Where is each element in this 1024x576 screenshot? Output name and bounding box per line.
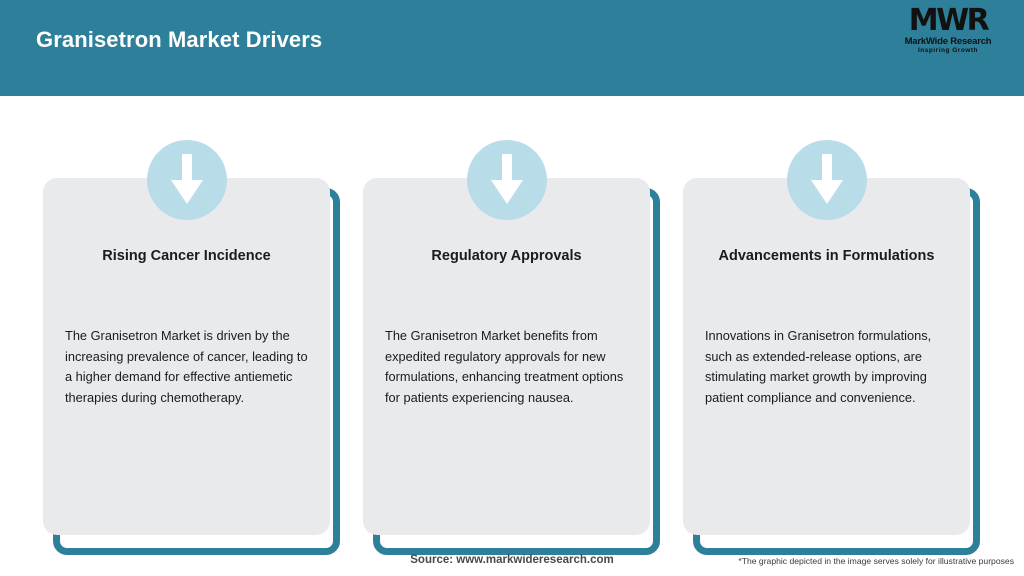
down-arrow-icon [466, 140, 547, 220]
card-panel: Advancements in Formulations Innovations… [683, 140, 970, 535]
card-body-text: Innovations in Granisetron formulations,… [705, 328, 932, 405]
card-title: Regulatory Approvals [431, 248, 582, 264]
card-panel: Regulatory Approvals The Granisetron Mar… [363, 140, 650, 535]
disclaimer-label: *The graphic depicted in the image serve… [738, 556, 1014, 566]
card-body-text: The Granisetron Market is driven by the … [65, 328, 308, 405]
logo-monogram-icon: MWR [908, 3, 990, 38]
logo-tagline: Inspiring Growth [918, 47, 978, 54]
down-arrow-icon [786, 140, 867, 220]
card-title: Advancements in Formulations [718, 248, 935, 264]
card-body-text: The Granisetron Market benefits from exp… [385, 328, 624, 405]
brand-logo: MWR MarkWide Research Inspiring Growth [890, 6, 1006, 58]
card-panel: Rising Cancer Incidence The Granisetron … [43, 140, 330, 535]
logo-company-name: MarkWide Research [904, 36, 992, 47]
down-arrow-icon [146, 140, 227, 220]
page-title: Granisetron Market Drivers [36, 27, 323, 52]
source-label: Source: www.markwideresearch.com [410, 554, 614, 566]
card-title: Rising Cancer Incidence [102, 248, 271, 264]
header-bar: Granisetron Market Drivers MWR MarkWide … [0, 0, 1024, 96]
